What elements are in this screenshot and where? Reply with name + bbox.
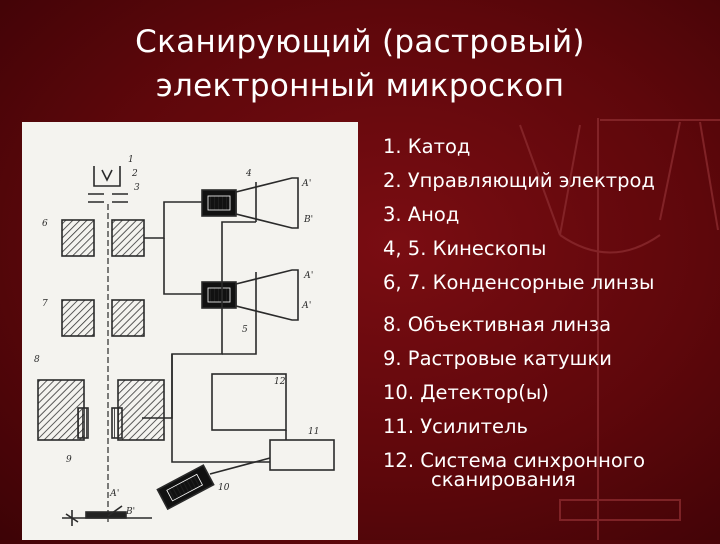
legend-item-3: 3. Анод [383,203,460,226]
condenser-lens-6-right [111,219,145,257]
legend-item-8: 8. Объективная линза [383,313,612,336]
legend-item-11: 11. Усилитель [383,415,528,438]
label-5: 5 [242,325,248,335]
label-4: 4 [245,169,252,179]
legend-item-10: 10. Детектор(ы) [383,381,549,404]
condenser-lens-7-right [111,299,145,337]
label-12: 12 [274,377,286,387]
label-8: 8 [34,355,40,365]
detector-10 [156,464,215,511]
component-legend: 1. Катод 2. Управляющий электрод 3. Анод… [383,130,718,492]
label-9: 9 [66,455,72,465]
kinescope-5-screen [235,269,299,321]
objective-lens-left [37,379,85,441]
title-line-2: электронный микроскоп [155,68,565,104]
sem-schematic: 1 2 3 4 5 6 7 8 9 10 11 12 А' В' А' А' А… [34,155,335,526]
legend-item-9: 9. Растровые катушки [383,347,612,370]
kinescope-4-screen [235,177,299,229]
label-6: 6 [42,219,48,229]
amplifier-11 [269,439,335,471]
label-a1: А' [301,179,311,189]
legend-item-4-5: 4, 5. Кинескопы [383,237,547,260]
legend-item-2: 2. Управляющий электрод [383,169,655,192]
specimen [85,511,127,519]
label-1: 1 [128,155,134,165]
legend-item-6-7: 6, 7. Конденсорные линзы [383,271,655,294]
label-11: 11 [308,427,319,437]
scan-coil-right [111,407,123,439]
label-3: 3 [134,183,140,193]
legend-item-12-continuation: сканирования [431,468,576,491]
legend-item-1: 1. Катод [383,135,471,158]
label-7: 7 [42,299,48,309]
label-10: 10 [218,483,230,493]
condenser-lens-7-left [61,299,95,337]
cathode-shape [93,166,121,187]
label-a2: А' [303,271,313,281]
sem-schematic-figure: 1 2 3 4 5 6 7 8 9 10 11 12 А' В' А' А' А… [22,122,358,540]
legend-item-12: 12. Система синхронного [383,449,646,472]
sync-scanning-system-12 [211,373,287,431]
condenser-lens-6-left [61,219,95,257]
title-line-1: Сканирующий (растровый) [135,24,585,60]
label-b-specimen: В' [125,507,135,517]
label-a-specimen: А' [109,489,119,499]
label-b1: В' [303,215,313,225]
scan-coil-left [77,407,89,439]
slide-title: Сканирующий (растровый) электронный микр… [0,20,720,108]
label-a3: А' [301,301,311,311]
label-2: 2 [131,169,138,179]
objective-lens-right [117,379,165,441]
